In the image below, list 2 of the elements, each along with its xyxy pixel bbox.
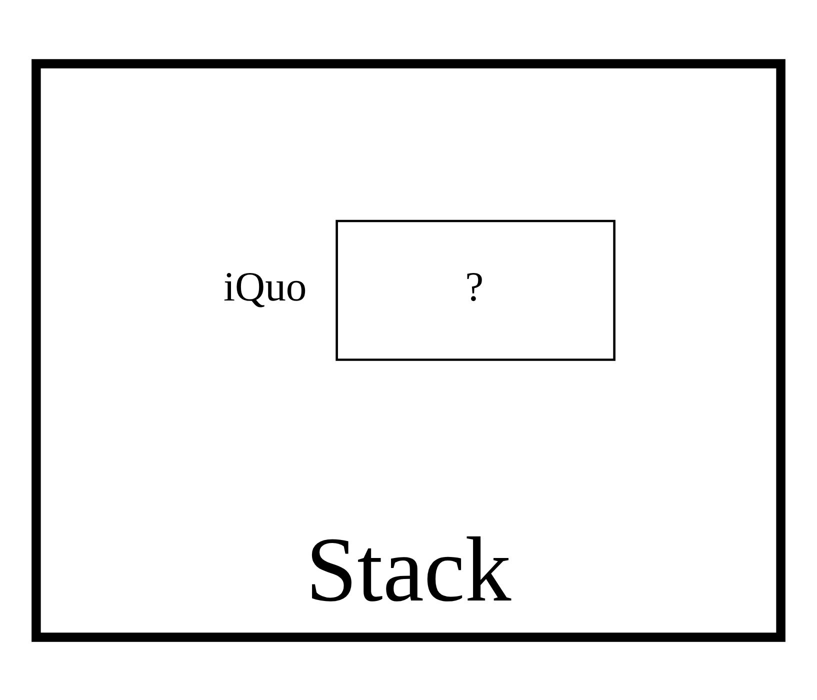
node-box: ? (336, 219, 616, 360)
node-label: iQuo (224, 264, 307, 310)
